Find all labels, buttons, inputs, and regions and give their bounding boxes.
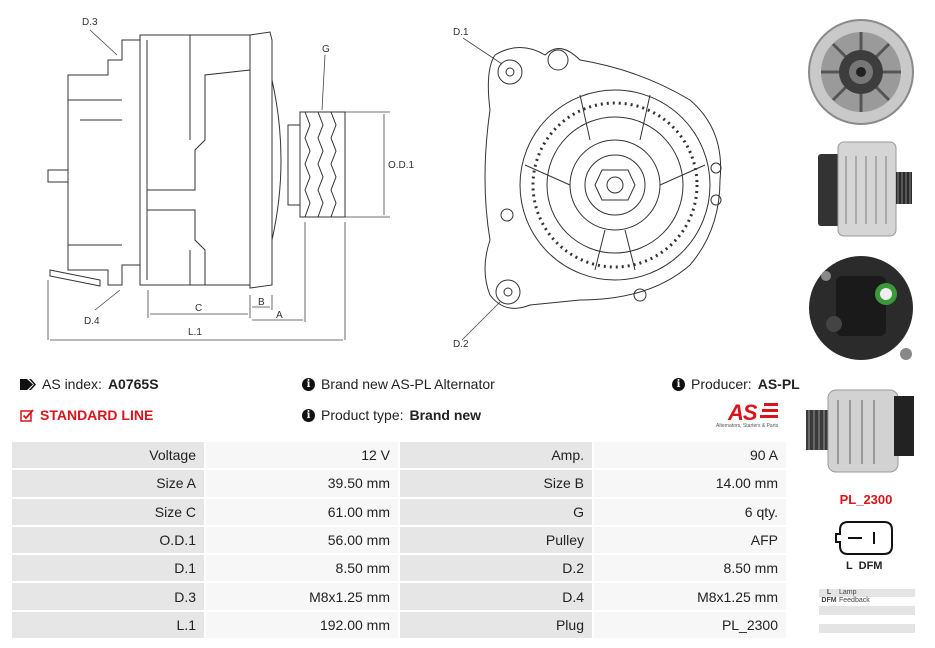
side-view-diagram: D.3 G O.D.1 D.4 C B A L.1 <box>47 17 415 341</box>
spec-value: 56.00 mm <box>204 524 400 556</box>
info-circle-icon: i <box>302 377 315 391</box>
standard-line-label: STANDARD LINE <box>40 407 154 423</box>
spec-key: D.2 <box>398 553 594 584</box>
legend-row-empty <box>819 624 915 633</box>
spec-key: L.1 <box>10 609 206 641</box>
spec-value: M8x1.25 mm <box>204 581 400 612</box>
info-circle-icon: i <box>672 377 685 391</box>
logo-text: AS <box>728 400 758 425</box>
spec-value: 192.00 mm <box>204 609 400 641</box>
legend-row-empty <box>819 606 915 615</box>
spec-value: M8x1.25 mm <box>592 581 788 612</box>
spec-value: 39.50 mm <box>204 468 400 499</box>
product-type-value: Brand new <box>409 407 482 423</box>
spec-key: D.3 <box>10 581 206 612</box>
product-type: i Product type: Brand new <box>302 407 481 423</box>
info-circle-icon: i <box>302 408 315 422</box>
spec-value: 8.50 mm <box>204 553 400 584</box>
spec-key: Size B <box>398 468 594 499</box>
producer-label: Producer: <box>691 376 752 392</box>
as-pl-logo: AS Alternators, Starters & Parts <box>716 400 791 432</box>
plug-pins: L DFM <box>846 560 883 572</box>
spec-value: 61.00 mm <box>204 496 400 527</box>
spec-key: Amp. <box>398 439 594 471</box>
spec-key: Pulley <box>398 524 594 556</box>
producer-value: AS-PL <box>757 376 800 392</box>
label-c: C <box>195 303 202 314</box>
standard-line: STANDARD LINE <box>20 407 153 423</box>
label-d1: D.1 <box>453 27 469 38</box>
spec-key: Size C <box>10 496 206 527</box>
front-view-diagram: D.1 D.2 <box>453 27 722 350</box>
product-photo-side[interactable] <box>806 136 916 240</box>
spec-key: G <box>398 496 594 527</box>
brand-text: Brand new AS-PL Alternator <box>321 376 495 392</box>
logo-tagline: Alternators, Starters & Parts <box>716 423 779 429</box>
spec-value: AFP <box>592 524 788 556</box>
label-d2: D.2 <box>453 339 469 350</box>
product-type-label: Product type: <box>321 407 404 423</box>
product-photo-front[interactable] <box>806 6 916 134</box>
spec-value: 6 qty. <box>592 496 788 527</box>
spec-key: D.4 <box>398 581 594 612</box>
label-d3: D.3 <box>82 17 98 28</box>
plug-title: PL_2300 <box>839 492 893 507</box>
spec-value: PL_2300 <box>592 609 788 641</box>
as-index-label: AS index: <box>42 376 102 392</box>
brand-line: i Brand new AS-PL Alternator <box>302 376 495 392</box>
spec-value: 14.00 mm <box>592 468 788 499</box>
spec-key: Size A <box>10 468 206 499</box>
label-a: A <box>276 310 283 321</box>
as-index-value: A0765S <box>107 376 159 392</box>
producer: i Producer: AS-PL <box>672 376 800 392</box>
checkbox-icon <box>20 408 34 422</box>
label-b: B <box>258 297 265 308</box>
label-od1: O.D.1 <box>388 160 415 171</box>
product-photo-angle[interactable] <box>806 380 916 478</box>
product-photo-rear[interactable] <box>806 246 916 374</box>
label-d4: D.4 <box>84 316 100 327</box>
spec-key: Plug <box>398 609 594 641</box>
as-index: AS index: A0765S <box>20 376 159 392</box>
spec-key: D.1 <box>10 553 206 584</box>
plug-connector-icon <box>835 521 893 555</box>
spec-value: 90 A <box>592 439 788 471</box>
label-l1: L.1 <box>188 327 202 338</box>
spec-key: Voltage <box>10 439 206 471</box>
spec-key: O.D.1 <box>10 524 206 556</box>
label-g: G <box>322 44 330 55</box>
spec-value: 8.50 mm <box>592 553 788 584</box>
spec-value: 12 V <box>204 439 400 471</box>
tag-icon <box>20 378 36 390</box>
